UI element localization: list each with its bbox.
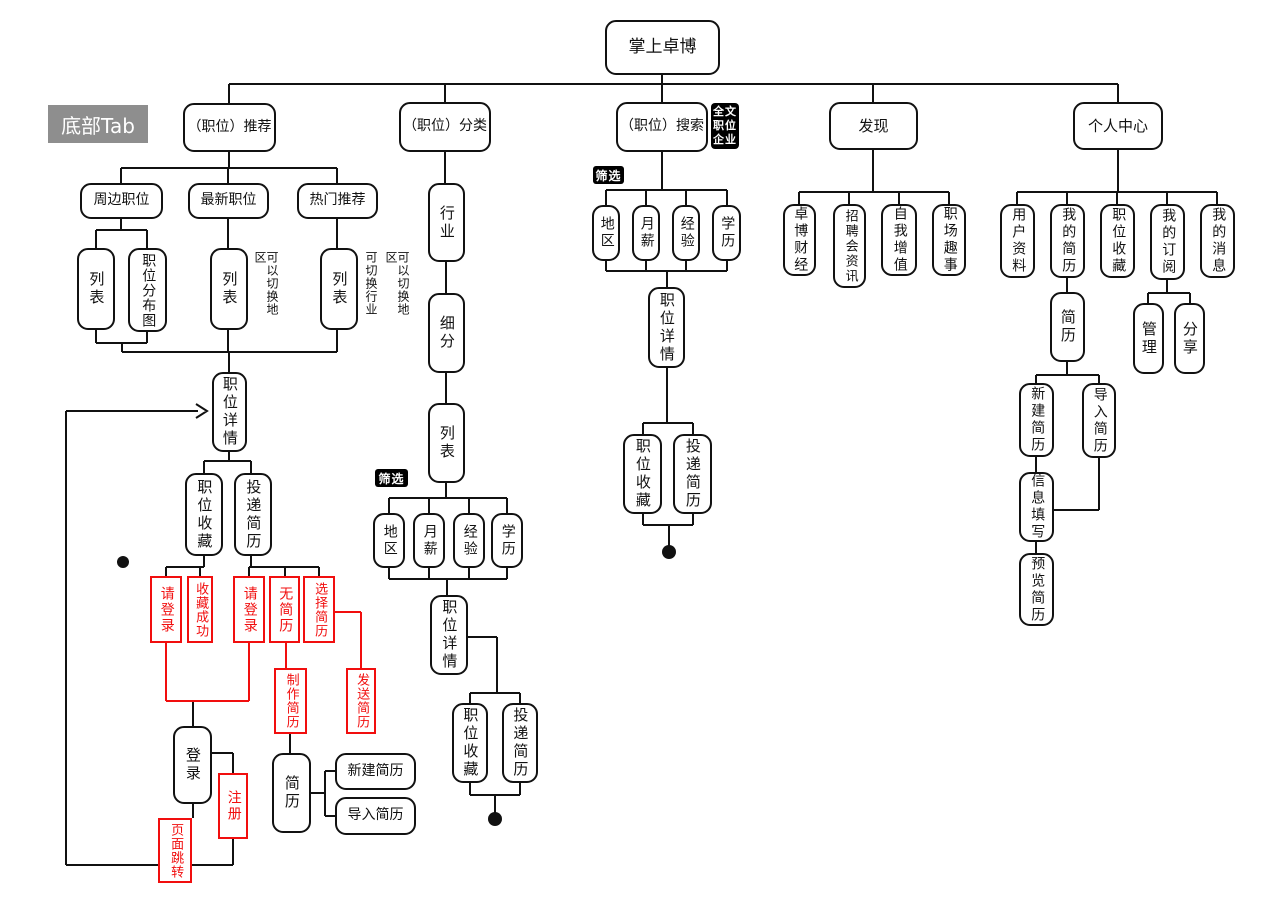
node-job-detail-search: 职位详情 bbox=[648, 287, 685, 368]
note-switch-industry-hot: 可切换行业 bbox=[364, 251, 378, 316]
node-my-subscription: 我的订阅 bbox=[1150, 204, 1185, 280]
node-job-distribution-map: 职位分布图 bbox=[128, 248, 167, 332]
node-login-required-2: 请登录 bbox=[233, 576, 265, 643]
badge-filter-search: 筛选 bbox=[593, 166, 624, 184]
node-tab-category: （职位）分类 bbox=[399, 102, 491, 152]
node-hot-recommend: 热门推荐 bbox=[297, 183, 378, 219]
node-filter-salary-search: 月薪 bbox=[632, 205, 660, 261]
node-resume-recommend: 简历 bbox=[272, 753, 311, 833]
continuation-dot bbox=[662, 545, 676, 559]
badge-search-scope: 全文 职位 企业 bbox=[711, 103, 739, 149]
node-filter-salary-category: 月薪 bbox=[413, 513, 445, 568]
node-nearby-jobs: 周边职位 bbox=[80, 183, 163, 219]
bottom-tab-label: 底部Tab bbox=[48, 105, 148, 143]
node-resume-profile: 简历 bbox=[1050, 292, 1085, 362]
node-subscription-share: 分享 bbox=[1174, 303, 1205, 374]
node-job-collect-recommend: 职位收藏 bbox=[185, 473, 223, 556]
node-job-collect-profile: 职位收藏 bbox=[1100, 204, 1135, 278]
node-job-collect-category: 职位收藏 bbox=[452, 703, 488, 783]
node-filter-area-search: 地区 bbox=[592, 205, 620, 261]
node-tab-search: （职位）搜索 bbox=[616, 102, 708, 152]
node-my-messages: 我的消息 bbox=[1200, 204, 1235, 278]
node-category-list: 列表 bbox=[428, 403, 465, 483]
node-import-resume-recommend: 导入简历 bbox=[335, 797, 416, 835]
node-user-info: 用户资料 bbox=[1000, 204, 1035, 278]
note-switch-area-hot: 可以切换地区 bbox=[384, 251, 410, 316]
node-make-resume: 制作简历 bbox=[274, 668, 307, 734]
node-filter-experience-category: 经验 bbox=[453, 513, 485, 568]
node-info-fill: 信息填写 bbox=[1019, 472, 1054, 542]
node-tab-profile: 个人中心 bbox=[1073, 102, 1163, 150]
node-newest-list: 列表 bbox=[210, 248, 248, 330]
node-subdivide: 细分 bbox=[428, 293, 465, 373]
node-newest-jobs: 最新职位 bbox=[188, 183, 269, 219]
node-job-detail-category: 职位详情 bbox=[430, 595, 468, 675]
node-zhuobo-finance: 卓博财经 bbox=[783, 204, 816, 276]
node-collect-success: 收藏成功 bbox=[187, 576, 213, 643]
node-new-resume-recommend: 新建简历 bbox=[335, 753, 416, 790]
node-tab-recommend: （职位）推荐 bbox=[183, 103, 276, 152]
node-root-app: 掌上卓博 bbox=[605, 20, 720, 75]
node-choose-resume: 选择简历 bbox=[303, 576, 335, 643]
badge-filter-category: 筛选 bbox=[375, 469, 408, 487]
node-preview-resume: 预览简历 bbox=[1019, 553, 1054, 626]
node-job-collect-search: 职位收藏 bbox=[623, 434, 662, 514]
note-switch-area-newest: 可以切换地区 bbox=[253, 251, 279, 316]
node-apply-resume-category: 投递简历 bbox=[502, 703, 538, 783]
node-tab-discover: 发现 bbox=[829, 102, 918, 150]
node-filter-experience-search: 经验 bbox=[672, 205, 700, 261]
badge-search-scope-job: 职位 bbox=[713, 118, 737, 132]
node-filter-education-category: 学历 bbox=[491, 513, 523, 568]
node-no-resume: 无简历 bbox=[269, 576, 300, 643]
node-login: 登录 bbox=[173, 726, 212, 804]
node-import-resume-profile: 导入简历 bbox=[1082, 383, 1116, 458]
node-send-resume: 发送简历 bbox=[346, 668, 376, 734]
node-my-resume: 我的简历 bbox=[1050, 204, 1085, 278]
node-filter-area-category: 地区 bbox=[373, 513, 405, 568]
node-job-fair-news: 招聘会资讯 bbox=[833, 204, 866, 288]
node-new-resume-profile: 新建简历 bbox=[1019, 383, 1054, 457]
node-filter-education-search: 学历 bbox=[712, 205, 741, 261]
continuation-dot bbox=[117, 556, 129, 568]
node-industry: 行业 bbox=[428, 183, 465, 262]
node-self-improvement: 自我增值 bbox=[881, 204, 917, 276]
node-login-required-1: 请登录 bbox=[150, 576, 182, 643]
node-apply-resume-recommend: 投递简历 bbox=[234, 473, 272, 556]
badge-search-scope-company: 企业 bbox=[713, 133, 737, 147]
badge-search-scope-fulltext: 全文 bbox=[713, 104, 737, 118]
node-job-detail-recommend: 职位详情 bbox=[212, 372, 247, 452]
node-apply-resume-search: 投递简历 bbox=[673, 434, 712, 514]
node-hot-list: 列表 bbox=[320, 248, 358, 330]
node-register: 注册 bbox=[218, 773, 248, 839]
continuation-dot bbox=[488, 812, 502, 826]
node-workplace-fun: 职场趣事 bbox=[932, 204, 966, 276]
node-subscription-manage: 管理 bbox=[1133, 303, 1164, 374]
node-nearby-list: 列表 bbox=[77, 248, 115, 330]
node-page-jump: 页面跳转 bbox=[158, 818, 192, 883]
